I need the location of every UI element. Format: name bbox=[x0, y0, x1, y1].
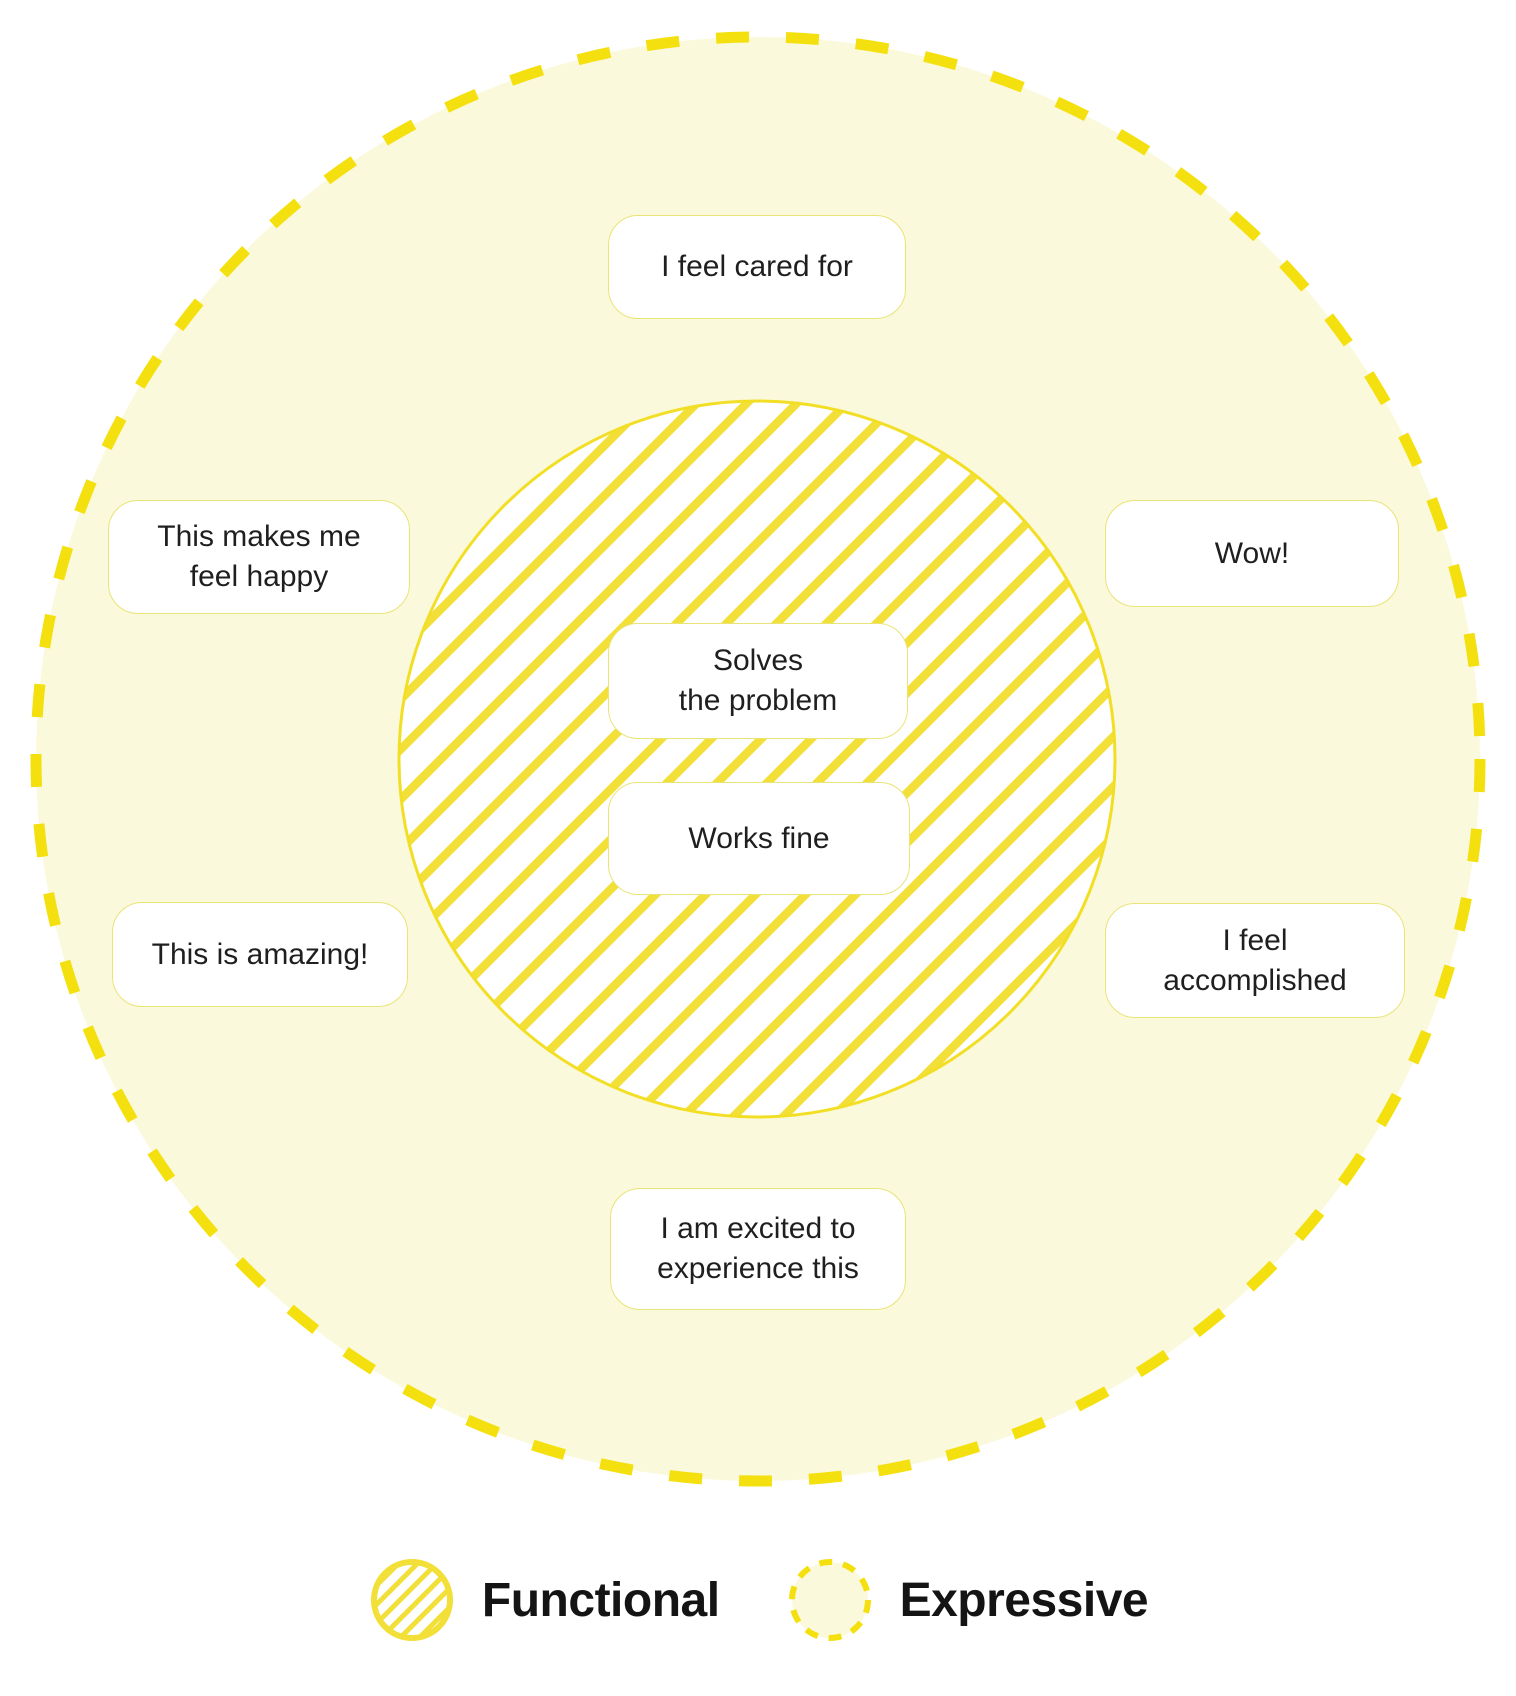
quote-box-wow: Wow! bbox=[1105, 500, 1399, 607]
expressive-dashed-circle-icon bbox=[788, 1559, 871, 1641]
legend-item-expressive: Expressive bbox=[786, 1556, 1149, 1644]
quote-box-makes-happy: This makes me feel happy bbox=[108, 500, 410, 614]
legend-item-functional: Functional bbox=[368, 1556, 720, 1644]
quote-box-accomplished: I feel accomplished bbox=[1105, 903, 1405, 1018]
quote-box-excited: I am excited to experience this bbox=[610, 1188, 906, 1310]
quote-box-amazing: This is amazing! bbox=[112, 902, 408, 1007]
legend-label-functional: Functional bbox=[481, 1573, 720, 1627]
legend-label-expressive: Expressive bbox=[899, 1573, 1149, 1627]
quote-box-cared-for: I feel cared for bbox=[608, 215, 906, 319]
functional-zone-circle bbox=[397, 399, 1117, 1119]
quote-box-works-fine: Works fine bbox=[608, 782, 910, 895]
functional-hatched-circle-icon bbox=[370, 1559, 453, 1641]
quote-box-solves-problem: Solves the problem bbox=[608, 623, 908, 739]
zones-circles-graphic bbox=[30, 31, 1486, 1487]
legend: Functional Expressive bbox=[0, 1556, 1516, 1644]
